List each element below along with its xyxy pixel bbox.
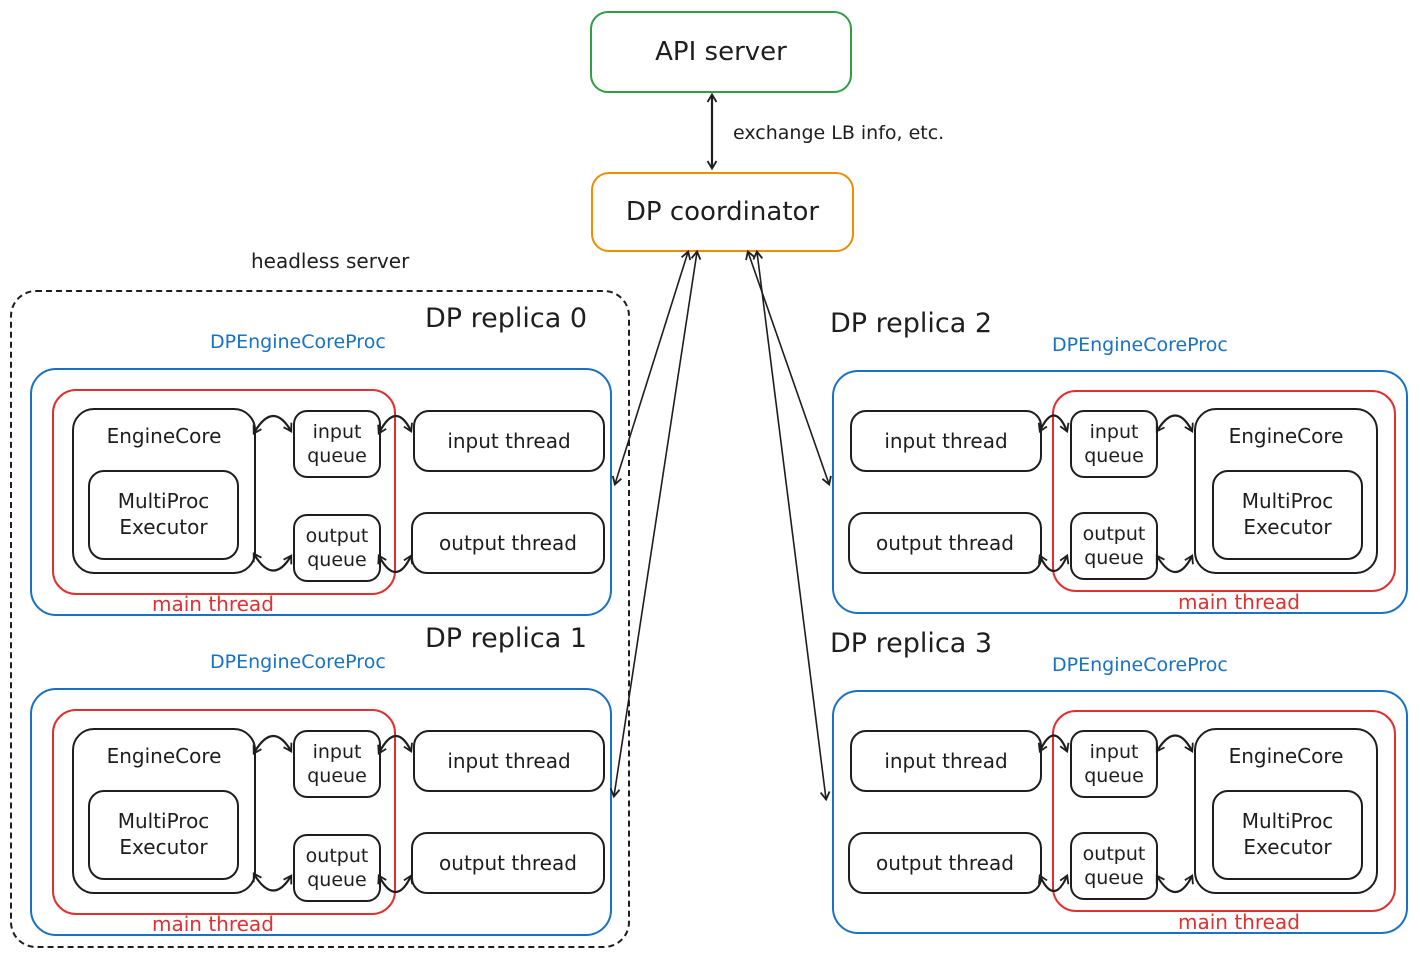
output-thread-box: output thread xyxy=(411,832,605,894)
output-thread-label: output thread xyxy=(439,531,577,555)
multiproc-executor-box: MultiProc Executor xyxy=(88,790,239,880)
dpenginecoreproc-label: DPEngineCoreProc xyxy=(1052,654,1228,676)
headless-server-label: headless server xyxy=(251,249,410,273)
dp-replica-1: DP replica 1 DPEngineCoreProc EngineCore… xyxy=(0,320,1420,960)
replica-title: DP replica 2 xyxy=(830,308,993,339)
output-thread-label: output thread xyxy=(876,851,1014,875)
dpenginecoreproc-label: DPEngineCoreProc xyxy=(210,651,386,673)
main-thread-label: main thread xyxy=(152,912,274,936)
input-thread-label: input thread xyxy=(447,749,571,773)
multiproc-executor-label: MultiProc Executor xyxy=(1241,809,1334,859)
main-thread-frame xyxy=(1052,390,1396,592)
input-thread-box: input thread xyxy=(850,410,1042,472)
main-thread-label: main thread xyxy=(1178,590,1300,614)
output-queue-box: output queue xyxy=(293,514,381,582)
dp-coordinator-label: DP coordinator xyxy=(625,197,820,227)
input-queue-label: input queue xyxy=(1084,740,1144,787)
input-queue-label: input queue xyxy=(307,420,367,467)
api-server-label: API server xyxy=(655,37,787,67)
process-frame xyxy=(30,688,612,936)
multiproc-executor-box: MultiProc Executor xyxy=(88,470,239,560)
dp-coordinator-node: DP coordinator xyxy=(591,172,854,252)
process-frame xyxy=(832,370,1408,614)
input-thread-box: input thread xyxy=(413,730,605,792)
output-thread-box: output thread xyxy=(848,512,1042,574)
engine-core-label: EngineCore xyxy=(106,744,222,768)
main-thread-label: main thread xyxy=(1178,910,1300,934)
output-queue-label: output queue xyxy=(1082,842,1146,889)
process-frame xyxy=(832,690,1408,934)
input-queue-box: input queue xyxy=(293,410,381,478)
multiproc-executor-label: MultiProc Executor xyxy=(117,809,210,859)
input-thread-label: input thread xyxy=(447,429,571,453)
output-thread-box: output thread xyxy=(411,512,605,574)
engine-core-label: EngineCore xyxy=(1228,744,1344,768)
input-queue-box: input queue xyxy=(1070,410,1158,478)
output-queue-box: output queue xyxy=(1070,832,1158,900)
main-thread-label: main thread xyxy=(152,592,274,616)
multiproc-executor-label: MultiProc Executor xyxy=(117,489,210,539)
output-thread-box: output thread xyxy=(848,832,1042,894)
engine-core-label: EngineCore xyxy=(106,424,222,448)
main-thread-frame xyxy=(52,389,396,595)
multiproc-executor-label: MultiProc Executor xyxy=(1241,489,1334,539)
dpenginecoreproc-label: DPEngineCoreProc xyxy=(210,331,386,353)
multiproc-executor-box: MultiProc Executor xyxy=(1212,470,1363,560)
exchange-lb-info-label: exchange LB info, etc. xyxy=(733,122,945,144)
output-queue-label: output queue xyxy=(1082,522,1146,569)
input-queue-label: input queue xyxy=(1084,420,1144,467)
replica-title: DP replica 0 xyxy=(425,303,588,334)
multiproc-executor-box: MultiProc Executor xyxy=(1212,790,1363,880)
output-queue-box: output queue xyxy=(1070,512,1158,580)
replica-title: DP replica 1 xyxy=(425,623,588,654)
input-thread-label: input thread xyxy=(884,429,1008,453)
output-queue-label: output queue xyxy=(305,524,369,571)
input-queue-box: input queue xyxy=(1070,730,1158,798)
input-thread-label: input thread xyxy=(884,749,1008,773)
dp-replica-3: DP replica 3 DPEngineCoreProc input thre… xyxy=(0,320,1420,960)
engine-core-label: EngineCore xyxy=(1228,424,1344,448)
output-thread-label: output thread xyxy=(876,531,1014,555)
input-thread-box: input thread xyxy=(413,410,605,472)
api-server-node: API server xyxy=(590,11,852,93)
output-thread-label: output thread xyxy=(439,851,577,875)
replica-title: DP replica 3 xyxy=(830,628,993,659)
dpenginecoreproc-label: DPEngineCoreProc xyxy=(1052,334,1228,356)
input-thread-box: input thread xyxy=(850,730,1042,792)
